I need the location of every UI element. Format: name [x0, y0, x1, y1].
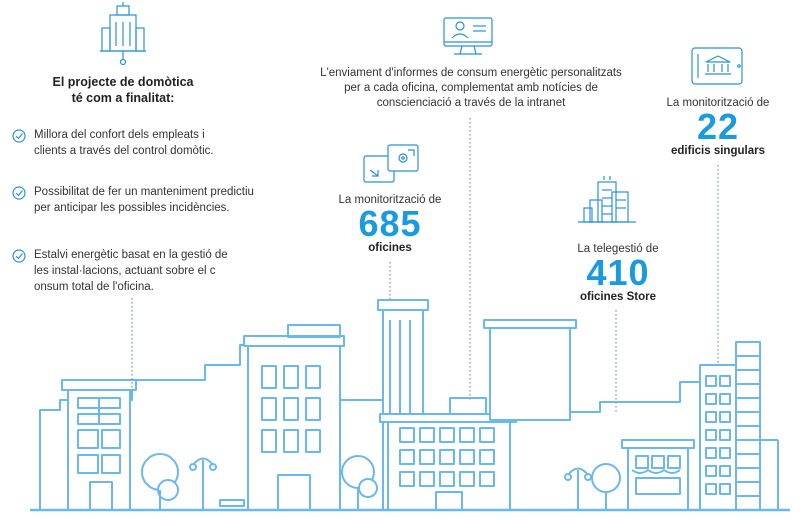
- check-circle-icon: [12, 186, 26, 200]
- stat-offices-sub: oficines: [368, 242, 412, 254]
- bullet-3: Estalvi energètic basat en la gestió de …: [12, 247, 262, 295]
- devices-icon: [363, 144, 419, 183]
- stat-singular-number: 22: [696, 106, 740, 147]
- building-tall-left: [243, 324, 345, 511]
- bullet-1-text: Millora del confort dels empleats i clie…: [34, 129, 214, 157]
- bullet-2-text: Possibilitat de fer un manteniment predi…: [34, 186, 254, 214]
- stat-offices: La monitorització de 685 oficines: [320, 193, 460, 255]
- tablet-bank-icon: [691, 47, 743, 85]
- building-tall-right: [483, 319, 577, 421]
- left-panel-title: El projecte de domòtica té com a finalit…: [0, 74, 246, 106]
- stat-store-label: La telegestió de: [577, 243, 659, 255]
- building-icon: [100, 2, 146, 66]
- stat-singular-label: La monitorització de: [666, 97, 770, 109]
- bullet-3-text: Estalvi energètic basat en la gestió de …: [34, 249, 228, 293]
- stat-singular-sub: edificis singulars: [671, 145, 765, 157]
- reports-text: L'enviament d'informes de consum energèt…: [320, 67, 622, 109]
- building-left: [61, 379, 137, 511]
- buildings-icon: [578, 176, 636, 223]
- tree-right: [564, 463, 621, 510]
- left-panel: El projecte de domòtica té com a finalit…: [0, 74, 260, 106]
- stat-offices-number: 685: [358, 203, 422, 244]
- title-line-1: El projecte de domòtica: [52, 75, 194, 89]
- tree-center: [341, 455, 378, 510]
- streetlamp-left: [189, 457, 245, 510]
- stat-offices-label: La monitorització de: [338, 194, 442, 206]
- building-shop: [621, 439, 695, 511]
- monitor-user-icon: [443, 17, 493, 55]
- building-right-tower: [699, 341, 779, 511]
- stat-store-sub: oficines Store: [579, 291, 657, 303]
- stat-singular: La monitorització de 22 edificis singula…: [648, 96, 788, 158]
- bullet-1: Millora del confort dels empleats i clie…: [12, 127, 262, 159]
- check-circle-icon: [12, 249, 26, 263]
- check-circle-icon: [12, 129, 26, 143]
- tree-left: [141, 453, 179, 510]
- stat-store-number: 410: [586, 252, 650, 293]
- bullet-2: Possibilitat de fer un manteniment predi…: [12, 184, 262, 216]
- stat-store: La telegestió de 410 oficines Store: [548, 242, 688, 304]
- title-line-2: té com a finalitat:: [71, 91, 175, 105]
- building-office-center: [379, 397, 517, 511]
